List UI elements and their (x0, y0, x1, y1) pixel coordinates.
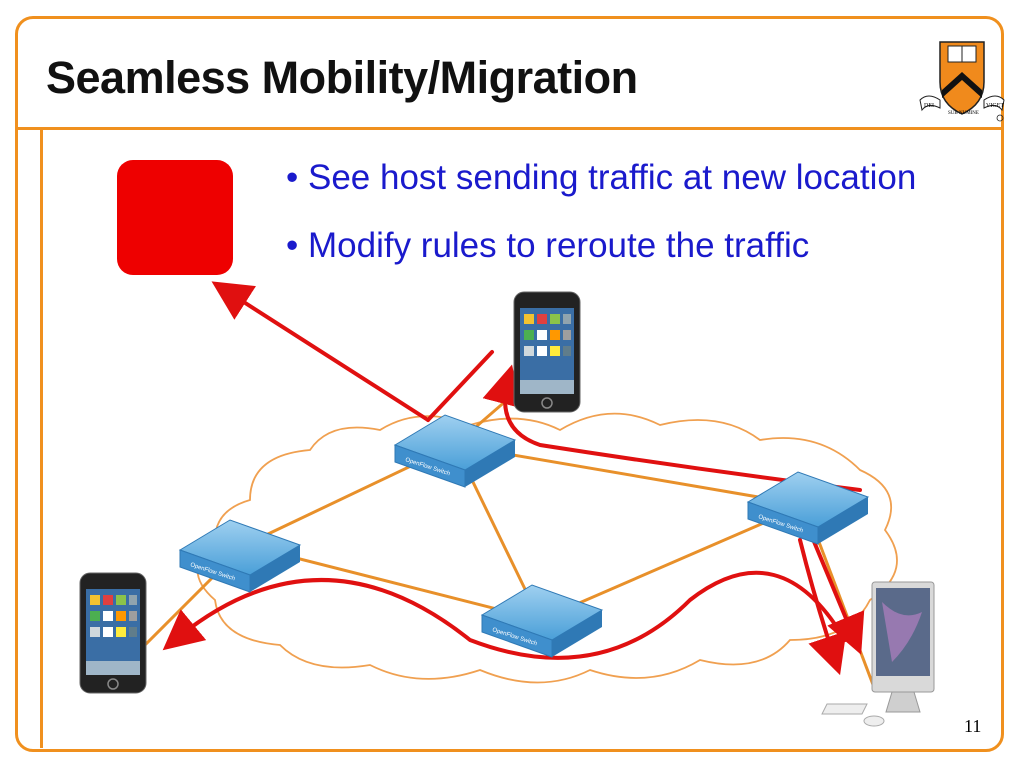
slide-title: Seamless Mobility/Migration (46, 52, 638, 103)
openflow-switch: OpenFlow Switch (746, 471, 870, 545)
bullet-item: • See host sending traffic at new locati… (286, 158, 917, 197)
slide-frame (15, 16, 1004, 752)
arrow-to-old-phone (162, 570, 847, 660)
arrow-to-desktop-2 (798, 538, 847, 676)
red-host-box (117, 160, 233, 275)
bullet-list: • See host sending traffic at new locati… (286, 152, 916, 288)
logo-motto-mid: SUB NUMINE (948, 111, 979, 116)
openflow-switch: OpenFlow Switch (480, 584, 604, 658)
logo-motto-left: DEI (924, 103, 934, 109)
arrow-to-new-phone (482, 364, 862, 492)
bullet-item: • Modify rules to reroute the traffic (286, 226, 810, 265)
openflow-switch: OpenFlow Switch (178, 519, 302, 593)
left-divider (40, 130, 43, 748)
page-number: 11 (964, 716, 982, 736)
smartphone-new-location-icon (513, 291, 581, 413)
smartphone-old-location-icon (79, 572, 147, 694)
princeton-shield-logo: DEI SUB NUMINE VIGET (919, 41, 1005, 122)
desktop-computer-icon (821, 581, 935, 727)
arrow-to-red-box (211, 281, 430, 422)
openflow-switch: OpenFlow Switch (393, 414, 517, 488)
title-divider (18, 127, 1001, 130)
logo-motto-right: VIGET (986, 103, 1004, 109)
